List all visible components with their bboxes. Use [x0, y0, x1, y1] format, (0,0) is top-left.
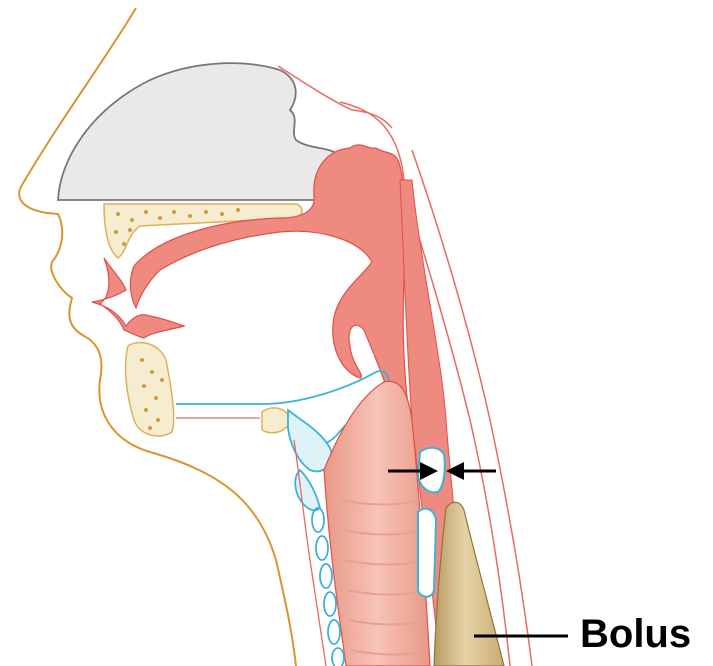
bolus-shape — [434, 502, 504, 666]
bolus-label: Bolus — [580, 614, 691, 654]
hyoid-bone — [262, 408, 290, 433]
nasal-cavity — [58, 63, 340, 200]
mandible-bone — [126, 342, 174, 436]
esophageal-wall-segment — [418, 509, 436, 597]
constriction-arrow-right — [446, 462, 496, 480]
